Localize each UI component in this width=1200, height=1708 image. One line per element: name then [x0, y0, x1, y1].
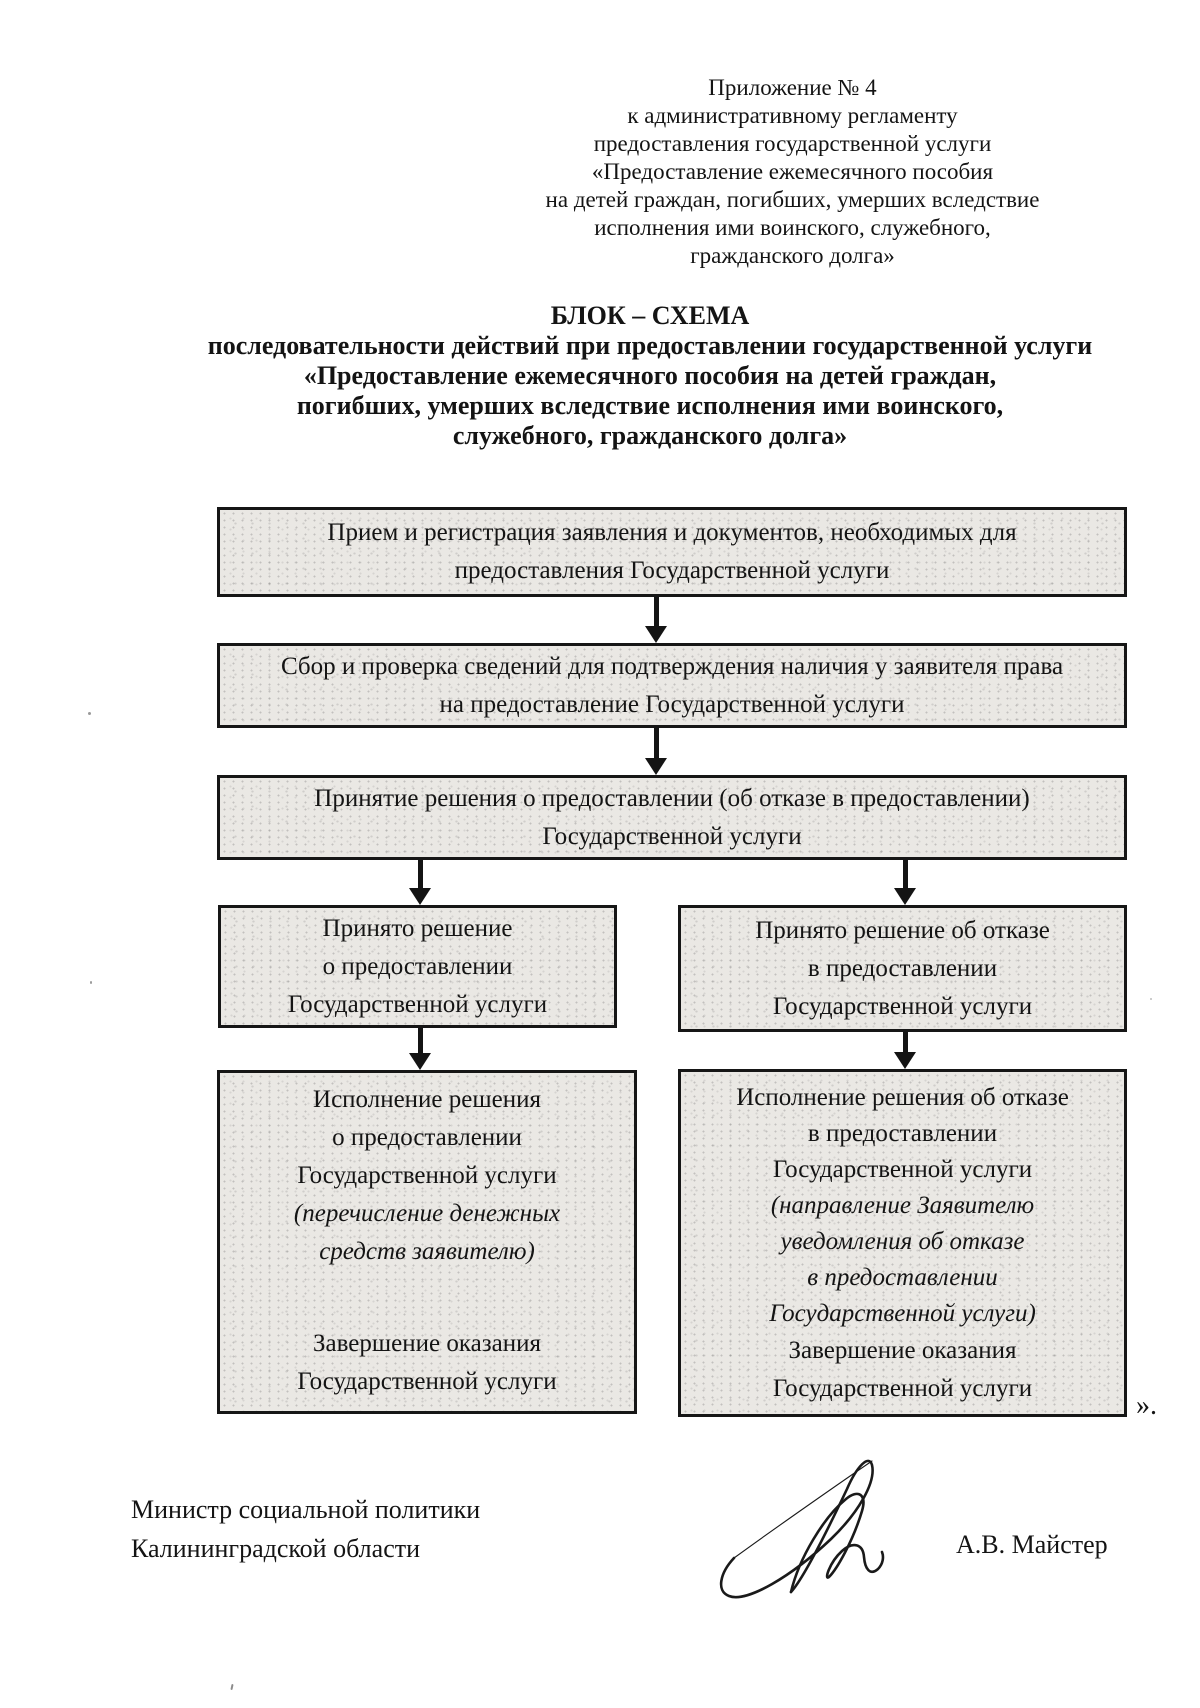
flow-box-text: Прием и регистрация заявления и документ… — [327, 519, 1017, 546]
flow-box-text: Исполнение решения — [313, 1086, 541, 1113]
signoff-position-title: Министр социальной политики Калининградс… — [131, 1490, 551, 1568]
closing-quote-mark: ». — [1136, 1390, 1157, 1421]
scan-speckle — [90, 981, 92, 984]
flow-box-italic-text: (перечисление денежных — [293, 1200, 561, 1227]
title-line: служебного, гражданского долга» — [452, 421, 848, 450]
flow-box-italic-text: уведомления об отказе — [780, 1228, 1025, 1255]
signoff-line: Калининградской области — [131, 1534, 421, 1563]
flow-box-text: в предоставлении — [807, 1120, 998, 1147]
flow-box-text: Принятие решения о предоставлении (об от… — [314, 784, 1030, 812]
arrow-stem — [902, 860, 908, 888]
appendix-line: к административному регламенту — [627, 103, 958, 128]
flow-box-italic-text: средств заявителю) — [319, 1238, 535, 1265]
arrow-stem — [653, 597, 659, 626]
flow-box-reception: Прием и регистрация заявления и документ… — [217, 507, 1127, 597]
page-title: БЛОК – СХЕМА последовательности действий… — [150, 301, 1150, 451]
scan-speckle — [1150, 998, 1152, 1000]
arrow-head-icon — [409, 888, 431, 905]
appendix-header: Приложение № 4 к административному регла… — [540, 74, 1045, 270]
flow-box-execution-approved: Исполнение решения о предоставлении Госу… — [217, 1070, 637, 1414]
flow-box-text: Государственной услуги — [542, 822, 802, 850]
title-line: последовательности действий при предоста… — [207, 331, 1093, 360]
flow-box-text: Принято решение об отказе — [755, 916, 1050, 944]
flow-box-text: Исполнение решения об отказе — [736, 1084, 1069, 1111]
arrow-stem — [417, 1028, 423, 1053]
flow-box-italic-text: Государственной услуги) — [769, 1300, 1036, 1327]
down-arrow-connector — [644, 597, 668, 643]
arrow-head-icon — [645, 758, 667, 775]
appendix-line: на детей граждан, погибших, умерших всле… — [545, 187, 1040, 212]
flow-box-footer-text: Завершение оказания Государственной услу… — [224, 1325, 630, 1401]
arrow-stem — [902, 1032, 908, 1052]
down-arrow-connector — [408, 1028, 432, 1070]
arrow-head-icon — [894, 1052, 916, 1069]
flow-box-text: Принято решение — [322, 914, 513, 942]
flow-box-text: Завершение оказания — [313, 1330, 541, 1357]
flow-box-text: Сбор и проверка сведений для подтвержден… — [280, 652, 1064, 680]
flow-box-text: Государственной услуги — [297, 1162, 557, 1189]
flow-box-main-text: Исполнение решения об отказе в предостав… — [685, 1080, 1120, 1332]
appendix-line: Приложение № 4 — [708, 75, 877, 100]
flow-box-text: предоставления Государственной услуги — [454, 557, 890, 584]
flow-box-text: Государственной услуги — [772, 1156, 1033, 1183]
flow-box-italic-text: в предоставлении — [807, 1264, 998, 1291]
flow-box-footer-text: Завершение оказания Государственной услу… — [685, 1332, 1120, 1408]
arrow-head-icon — [645, 626, 667, 643]
down-arrow-connector — [644, 728, 668, 775]
flow-box-approved: Принято решение о предоставлении Государ… — [218, 905, 617, 1028]
arrow-head-icon — [894, 888, 916, 905]
flow-box-text: в предоставлении — [807, 954, 998, 982]
flow-box-text: Государственной услуги — [297, 1368, 557, 1395]
appendix-line: предоставления государственной услуги — [593, 131, 992, 156]
flow-box-decision: Принятие решения о предоставлении (об от… — [217, 775, 1127, 860]
arrow-stem — [417, 860, 423, 888]
title-line: «Предоставление ежемесячного пособия на … — [303, 361, 997, 390]
down-arrow-connector — [893, 860, 917, 905]
title-line: погибших, умерших вследствие исполнения … — [296, 391, 1004, 420]
arrow-stem — [653, 728, 659, 758]
flow-box-execution-refused: Исполнение решения об отказе в предостав… — [678, 1069, 1127, 1417]
flow-box-main-text: Исполнение решения о предоставлении Госу… — [224, 1081, 630, 1271]
flow-box-text: о предоставлении — [322, 952, 513, 980]
title-line: БЛОК – СХЕМА — [550, 301, 750, 330]
flow-box-text: на предоставление Государственной услуги — [439, 690, 905, 718]
flow-box-text: Государственной услуги — [772, 992, 1033, 1020]
handwritten-signature — [719, 1459, 885, 1599]
down-arrow-connector — [893, 1032, 917, 1069]
signoff-name: А.В. Майстер — [956, 1530, 1108, 1559]
flow-box-italic-text: (направление Заявителю — [770, 1192, 1035, 1219]
signoff-line: Министр социальной политики — [131, 1495, 481, 1524]
scan-speckle — [230, 1683, 234, 1691]
flow-box-text: Государственной услуги — [287, 990, 548, 1018]
flow-box-refused: Принято решение об отказе в предоставлен… — [678, 905, 1127, 1032]
appendix-line: исполнения ими воинского, служебного, — [594, 215, 991, 240]
arrow-head-icon — [409, 1053, 431, 1070]
flow-box-text: о предоставлении — [332, 1124, 522, 1151]
flow-box-verification: Сбор и проверка сведений для подтвержден… — [217, 643, 1127, 728]
flow-box-text: Государственной услуги — [772, 1375, 1033, 1402]
appendix-line: гражданского долга» — [690, 243, 895, 268]
flow-box-text: Завершение оказания — [788, 1337, 1017, 1364]
appendix-line: «Предоставление ежемесячного пособия — [591, 159, 994, 184]
down-arrow-connector — [408, 860, 432, 905]
scan-speckle — [88, 712, 91, 715]
